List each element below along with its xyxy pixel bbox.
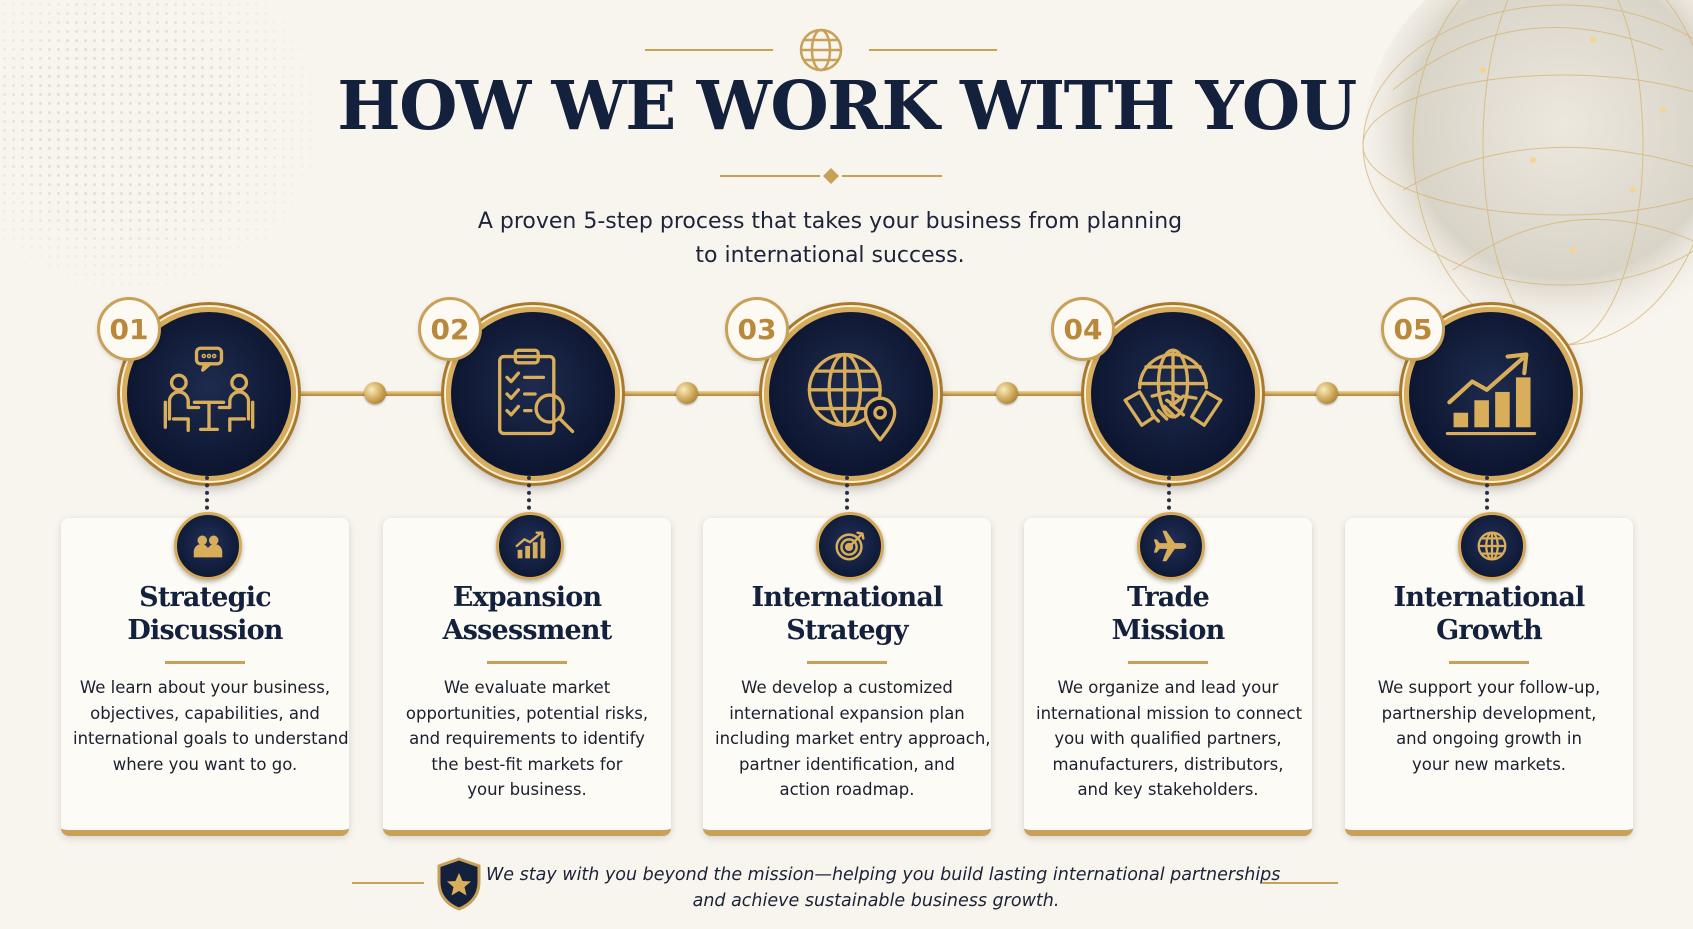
card-divider bbox=[807, 661, 887, 664]
description-line: international goals to understand bbox=[73, 729, 349, 748]
step-3-connector bbox=[845, 476, 849, 532]
description-line: your new markets. bbox=[1411, 754, 1567, 774]
timeline-node bbox=[996, 382, 1018, 404]
card-divider bbox=[1128, 661, 1208, 664]
description-line: the best-fit markets for bbox=[431, 754, 623, 774]
timeline-node bbox=[364, 382, 386, 404]
step-5-card-icon bbox=[1458, 512, 1526, 580]
card-divider bbox=[165, 661, 245, 664]
description-line: international mission to connect bbox=[1036, 703, 1303, 723]
step-1-card-icon bbox=[174, 512, 242, 580]
step-3-card-icon bbox=[816, 512, 884, 580]
footer-message: We stay with you beyond the mission—help… bbox=[486, 862, 1281, 914]
card-divider bbox=[1449, 661, 1529, 664]
globe-pin-icon bbox=[807, 352, 897, 442]
title-line: Growth bbox=[1436, 615, 1543, 646]
description-line: action roadmap. bbox=[779, 780, 915, 799]
title-line: International bbox=[751, 582, 944, 613]
description-line: international expansion plan bbox=[729, 703, 965, 723]
description-line: We learn about your business, bbox=[79, 678, 331, 697]
step-1-title: Strategic Discussion bbox=[61, 581, 349, 647]
description-line: We develop a customized bbox=[741, 678, 953, 697]
step-2-card-icon bbox=[496, 512, 564, 580]
title-line: Trade bbox=[1127, 582, 1210, 613]
step-3-description: We develop a customized international ex… bbox=[715, 675, 991, 803]
page-title: HOW WE WORK WITH YOU bbox=[337, 66, 1357, 145]
description-line: objectives, capabilities, and bbox=[90, 703, 320, 723]
clipboard-search-icon bbox=[498, 348, 575, 436]
step-4-circle bbox=[1086, 307, 1260, 481]
timeline-node bbox=[676, 382, 698, 404]
step-4-description: We organize and lead your international … bbox=[1036, 675, 1303, 803]
step-1-card: Strategic Discussion We learn about your… bbox=[61, 512, 349, 836]
step-1-description: We learn about your business, objectives… bbox=[73, 675, 349, 777]
step-4-card-icon bbox=[1137, 512, 1205, 580]
step-1-connector bbox=[205, 476, 209, 532]
target-icon bbox=[835, 531, 865, 561]
title-line: Assessment bbox=[442, 615, 613, 646]
shield-star-icon bbox=[437, 857, 481, 911]
footer-line: We stay with you beyond the mission—help… bbox=[486, 865, 1281, 885]
subtitle: A proven 5-step process that takes your … bbox=[450, 205, 1210, 273]
description-line: including market entry approach, bbox=[715, 729, 991, 748]
step-3-card: International Strategy We develop a cust… bbox=[703, 512, 991, 836]
description-line: where you want to go. bbox=[112, 754, 298, 774]
step-2-card: Expansion Assessment We evaluate market … bbox=[383, 512, 671, 836]
description-line: partner identification, and bbox=[739, 754, 955, 774]
title-globe-ornament bbox=[645, 28, 997, 72]
airplane-icon bbox=[1153, 530, 1187, 562]
step-1-number: 01 bbox=[97, 297, 161, 361]
title-line: International bbox=[1393, 582, 1586, 613]
step-2-description: We evaluate market opportunities, potent… bbox=[395, 675, 659, 803]
step-3-title: International Strategy bbox=[703, 581, 991, 647]
title-line: Mission bbox=[1111, 615, 1226, 646]
title-line: Discussion bbox=[127, 615, 283, 646]
card-divider bbox=[487, 661, 567, 664]
step-4-number: 04 bbox=[1051, 297, 1115, 361]
meeting-people-icon bbox=[163, 346, 255, 433]
step-5-connector bbox=[1485, 476, 1489, 532]
people-icon bbox=[193, 535, 223, 558]
step-5-card: International Growth We support your fol… bbox=[1345, 512, 1633, 836]
footer-rule-right bbox=[1262, 882, 1338, 884]
step-5-title: International Growth bbox=[1345, 581, 1633, 647]
step-4-connector bbox=[1167, 476, 1171, 532]
description-line: and key stakeholders. bbox=[1077, 780, 1259, 799]
step-3-circle bbox=[764, 307, 938, 481]
step-5-description: We support your follow-up, partnership d… bbox=[1357, 675, 1621, 777]
globe-icon bbox=[799, 28, 843, 72]
growth-chart-icon bbox=[515, 531, 546, 559]
title-line: Expansion bbox=[452, 582, 602, 613]
step-3-number: 03 bbox=[725, 297, 789, 361]
description-line: manufacturers, distributors, bbox=[1052, 754, 1284, 774]
growth-chart-arrow-icon bbox=[1445, 352, 1537, 436]
globe-icon bbox=[1477, 531, 1507, 561]
step-2-connector bbox=[527, 476, 531, 532]
description-line: We evaluate market bbox=[443, 678, 611, 697]
step-5-number: 05 bbox=[1381, 297, 1445, 361]
title-line: Strategic bbox=[139, 582, 272, 613]
description-line: you with qualified partners, bbox=[1054, 729, 1282, 748]
description-line: and requirements to identify bbox=[409, 729, 645, 748]
footer-line: and achieve sustainable business growth. bbox=[692, 891, 1060, 911]
step-2-number: 02 bbox=[418, 297, 482, 361]
title-divider bbox=[720, 168, 942, 184]
description-line: opportunities, potential risks, bbox=[405, 703, 649, 723]
world-map-background bbox=[0, 0, 330, 300]
subtitle-line: A proven 5-step process that takes your … bbox=[477, 209, 1183, 234]
description-line: your business. bbox=[467, 780, 587, 799]
globe-handshake-icon bbox=[1123, 348, 1223, 427]
step-4-card: Trade Mission We organize and lead your … bbox=[1024, 512, 1312, 836]
description-line: We organize and lead your bbox=[1057, 678, 1279, 697]
title-line: Strategy bbox=[786, 615, 908, 646]
subtitle-line: to international success. bbox=[695, 243, 965, 268]
description-line: partnership development, bbox=[1381, 703, 1597, 723]
description-line: and ongoing growth in bbox=[1396, 729, 1582, 748]
step-2-title: Expansion Assessment bbox=[383, 581, 671, 647]
description-line: We support your follow-up, bbox=[1377, 678, 1601, 697]
footer-rule-left bbox=[352, 882, 424, 884]
step-4-title: Trade Mission bbox=[1024, 581, 1312, 647]
timeline-node bbox=[1316, 382, 1338, 404]
